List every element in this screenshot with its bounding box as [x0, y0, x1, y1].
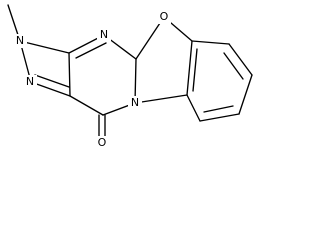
- bond-c3a-n-top-double: [75, 42, 107, 59]
- n-center-label: N: [131, 96, 139, 109]
- o-label: O: [160, 10, 169, 23]
- n1-label: N: [16, 34, 24, 47]
- bond-c3-c3a: [68, 52, 71, 97]
- bond-benzo-5: [186, 94, 201, 122]
- carbonyl-o-label-bg: [95, 136, 109, 150]
- bond-layer: [7, 4, 253, 142]
- n-top-label: N: [100, 28, 108, 41]
- n-top-label-bg: [97, 28, 111, 42]
- bond-n2-c3: [30, 81, 71, 97]
- chemical-structure-diagram: N N N N O O: [7, 4, 253, 150]
- n-center-label-bg: [128, 96, 142, 110]
- bond-benzo-2: [228, 43, 253, 76]
- bond-benzo-6-double: [192, 48, 198, 92]
- bond-c-bridge-n-center: [134, 58, 137, 104]
- n2-label: N: [26, 75, 34, 88]
- bond-benzo-2-double: [223, 52, 244, 80]
- bond-c-carbonyl-c3: [69, 95, 104, 116]
- carbonyl-o-label: O: [98, 136, 107, 149]
- bond-c3a-c7a: [186, 40, 193, 96]
- bond-n-center-c3a: [134, 94, 188, 104]
- o-label-bg: [157, 10, 171, 24]
- atom-label-layer: N N N N O O: [14, 10, 171, 150]
- n2-label-bg: [24, 75, 37, 89]
- bond-n2-c3-double: [34, 74, 70, 88]
- bond-benzo-4-double: [203, 105, 234, 113]
- bond-benzo-1: [191, 40, 230, 45]
- bond-benzo-3: [238, 74, 253, 115]
- bond-c3a-c7a: [19, 40, 70, 54]
- bond-benzo-4: [199, 113, 240, 122]
- n1-label-bg: [14, 34, 27, 48]
